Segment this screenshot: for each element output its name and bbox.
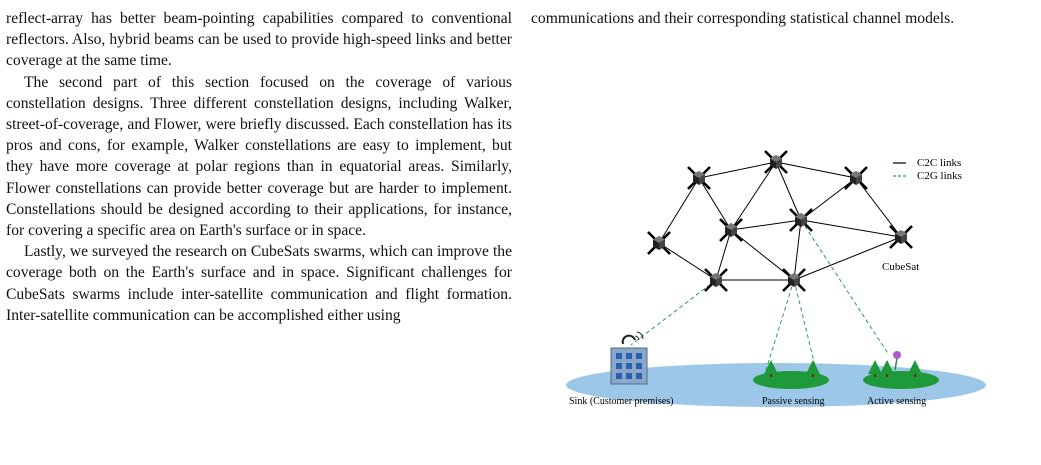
legend: C2C links C2G links — [893, 157, 962, 182]
paragraph-1: reflect-array has better beam-pointing c… — [6, 10, 512, 70]
dish-antenna-icon — [621, 331, 644, 345]
cubesat-icon — [686, 165, 712, 191]
cubesat-icon — [718, 217, 744, 243]
cubesat-icon — [646, 230, 672, 256]
active-sensing-label: Active sensing — [867, 396, 926, 407]
left-column: reflect-array has better beam-pointing c… — [6, 8, 512, 326]
sink-label: Sink (Customer premises) — [569, 396, 673, 407]
paragraph-2: The second part of this section focused … — [6, 73, 512, 240]
right-column-text: communications and their corresponding s… — [531, 10, 955, 27]
figure-svg: C2C links C2G links CubeSat — [566, 149, 986, 407]
cubesat-icon — [843, 165, 869, 191]
cubesat-icon — [763, 149, 789, 175]
flower-icon — [893, 351, 901, 371]
cubesat-label: CubeSat — [882, 261, 919, 273]
c2c-links — [658, 161, 902, 281]
legend-c2g: C2G links — [917, 170, 962, 182]
cubesat-swarm-figure: C2C links C2G links CubeSat — [531, 130, 1041, 430]
passive-sensing-label: Passive sensing — [762, 396, 825, 407]
c2g-links — [630, 219, 890, 371]
cubesat-icon — [888, 224, 914, 250]
sink-building-icon — [610, 347, 648, 385]
cubesat-icon — [788, 207, 814, 233]
legend-c2c: C2C links — [917, 157, 961, 169]
active-sensing-patch — [863, 371, 939, 389]
paragraph-3: Lastly, we surveyed the research on Cube… — [6, 243, 512, 324]
